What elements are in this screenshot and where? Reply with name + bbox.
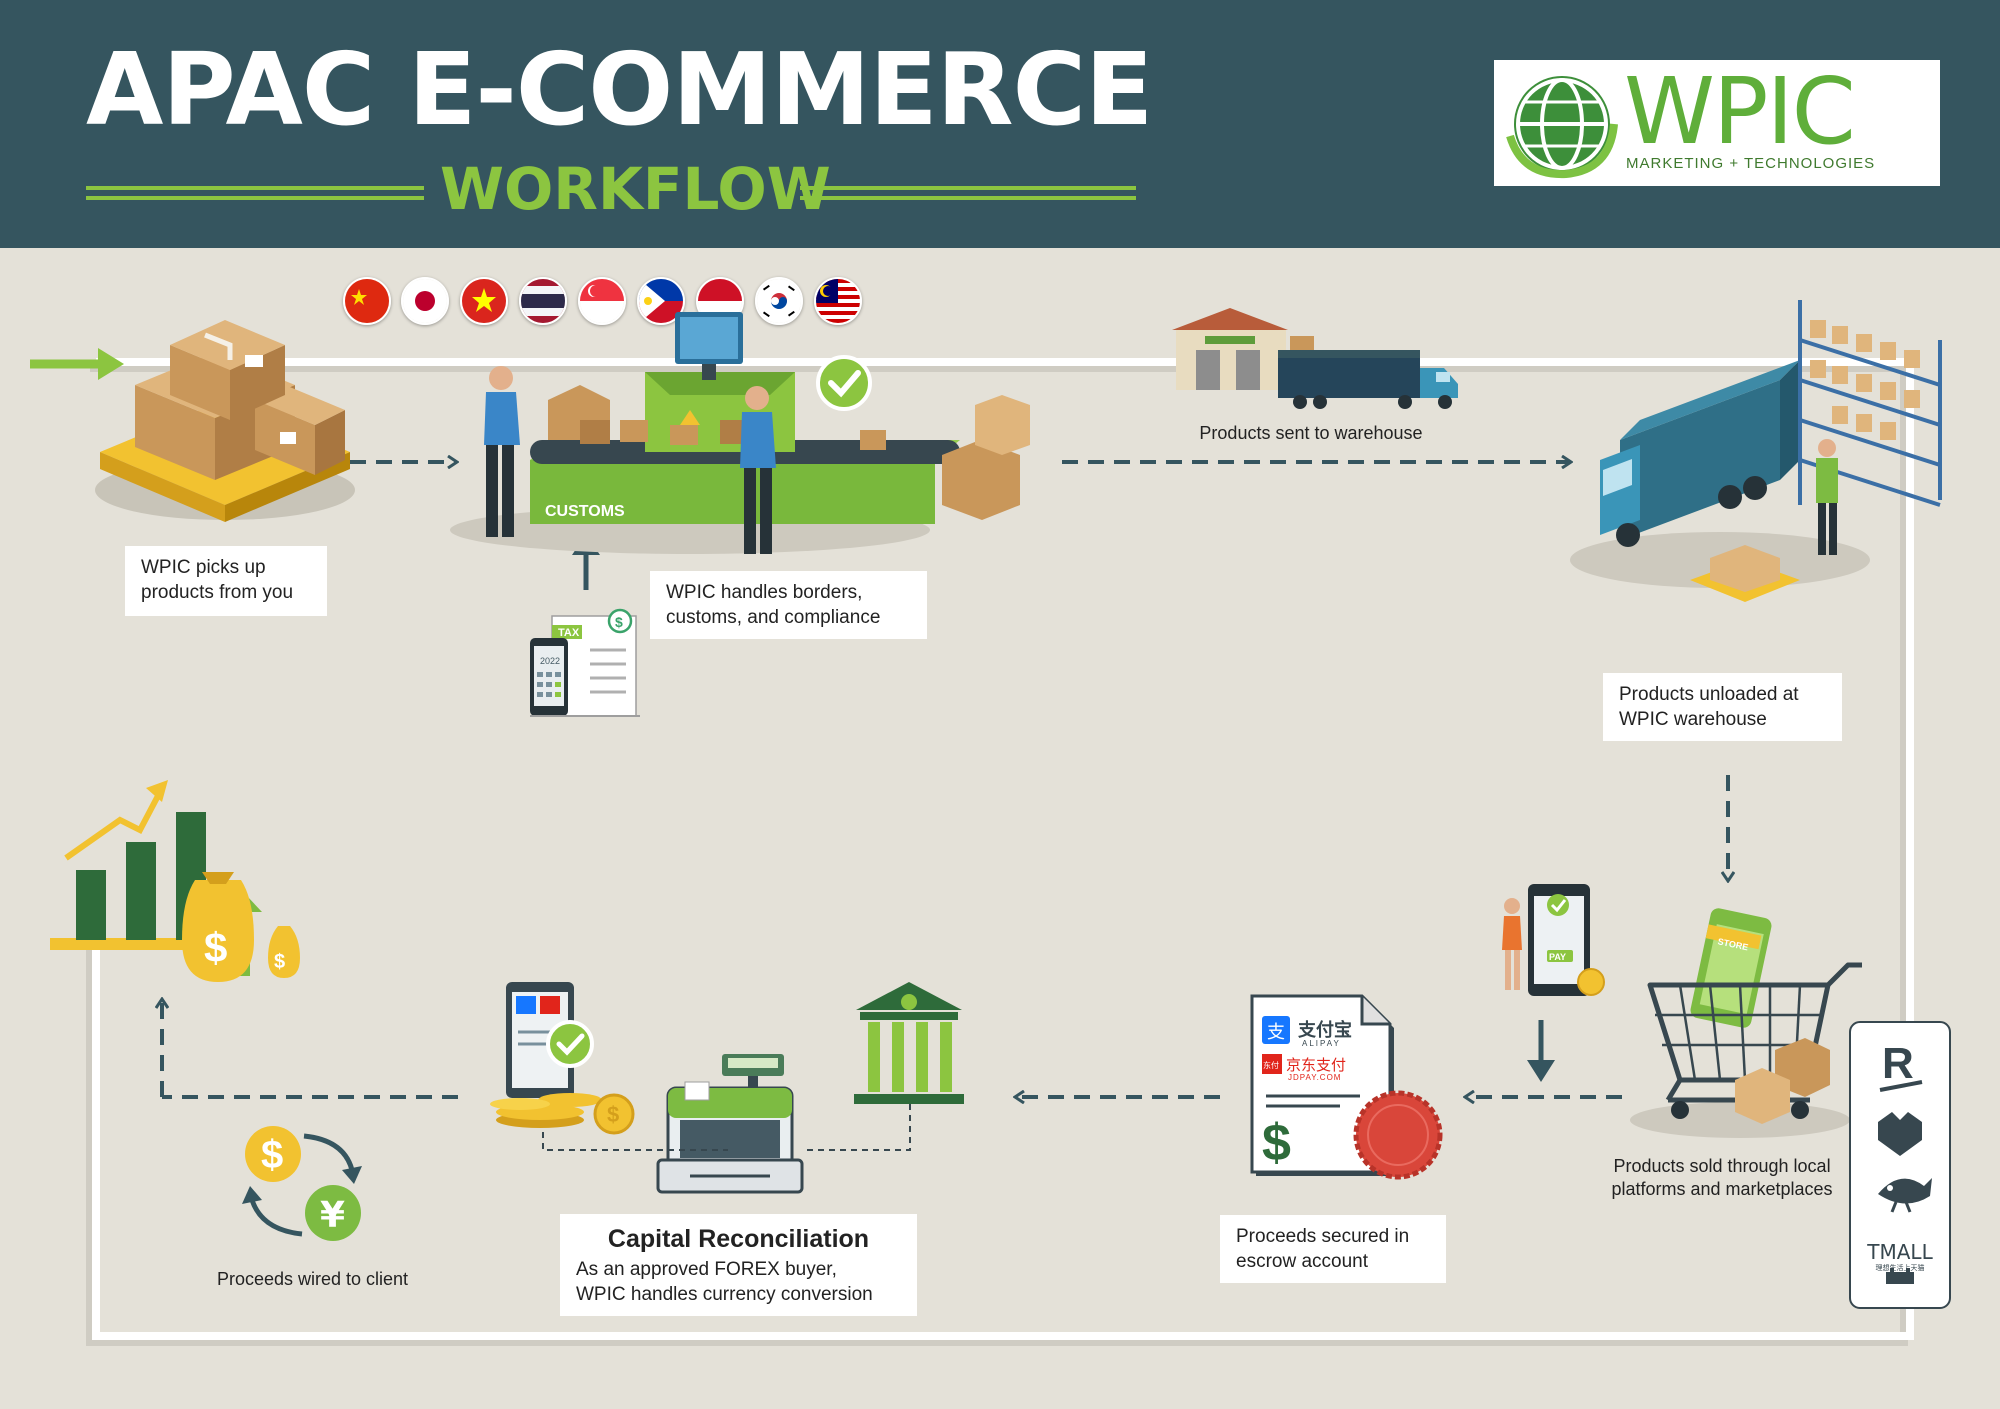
- tablet-coins-icon: $: [490, 982, 635, 1135]
- warehouse-unloading-icon: [1570, 300, 1942, 602]
- tmall-icon: [1886, 1268, 1914, 1284]
- svg-text:$: $: [1262, 1114, 1291, 1172]
- subtitle-rule-left-2: [86, 196, 424, 200]
- alipay-en-label: ALIPAY: [1302, 1039, 1341, 1048]
- philippines-flag: [637, 277, 685, 325]
- escrow-document-icon: 支 东付 $: [1250, 994, 1443, 1180]
- svg-text:$: $: [615, 614, 623, 630]
- thailand-flag: [519, 277, 567, 325]
- svg-text:$: $: [204, 924, 227, 971]
- wired-caption: Proceeds wired to client: [170, 1268, 455, 1291]
- sold-text-line-1: Products sold through local: [1613, 1156, 1831, 1176]
- subtitle-rule-left: [86, 186, 424, 190]
- warehouse-truck-icon: [1172, 308, 1458, 409]
- jd-icon: [1878, 1178, 1932, 1213]
- marketplace-column: R: [1849, 1021, 1951, 1309]
- pickup-text-line-1: WPIC picks up: [141, 557, 266, 578]
- tmall-label: TMALL: [1866, 1240, 1933, 1264]
- svg-text:东付: 东付: [1263, 1060, 1279, 1070]
- wired-text: Proceeds wired to client: [216, 1269, 409, 1289]
- svg-text:$: $: [607, 1102, 619, 1127]
- customs-station-icon: [450, 312, 1030, 554]
- cash-register-icon: [656, 1054, 804, 1194]
- customs-card: WPIC handles borders, customs, and compl…: [650, 571, 927, 639]
- tax-year-label: 2022: [540, 656, 560, 666]
- rakuten-icon: R: [1879, 1039, 1923, 1092]
- wpic-logo: WPIC MARKETING + TECHNOLOGIES: [1494, 60, 1940, 186]
- svg-text:$: $: [261, 1133, 283, 1177]
- capital-text-line-1: As an approved FOREX buyer,: [576, 1259, 837, 1280]
- header-banner: APAC E-COMMERCE WORKFLOW WPIC MARKETING …: [0, 0, 2000, 248]
- capital-reconciliation-icon: $: [490, 982, 964, 1194]
- subtitle-rule-right-2: [800, 196, 1136, 200]
- page-subtitle: WORKFLOW: [440, 155, 831, 223]
- start-arrow-icon: [30, 348, 124, 380]
- currency-exchange-icon: $ ¥: [242, 1126, 362, 1241]
- japan-flag: [401, 277, 449, 325]
- escrow-text-line-2: escrow account: [1236, 1251, 1369, 1272]
- sold-text-line-2: platforms and marketplaces: [1611, 1179, 1833, 1199]
- globe-icon: [1506, 76, 1618, 179]
- customs-text-line-2: customs, and compliance: [666, 607, 881, 628]
- escrow-card: Proceeds secured in escrow account: [1220, 1215, 1446, 1283]
- tax-document-icon: $: [530, 608, 640, 717]
- svg-text:R: R: [1882, 1039, 1914, 1088]
- capital-text-line-2: WPIC handles currency conversion: [576, 1284, 873, 1305]
- warehouse-sent-text: Products sent to warehouse: [1199, 423, 1423, 443]
- tax-label: TAX: [558, 627, 580, 639]
- capital-title: Capital Reconciliation: [607, 1225, 870, 1253]
- china-flag: [343, 277, 391, 325]
- tmall-tagline: 理想生活上天猫: [1876, 1263, 1925, 1272]
- logo-tagline: MARKETING + TECHNOLOGIES: [1626, 155, 1876, 172]
- customs-text-line-1: WPIC handles borders,: [666, 582, 863, 603]
- mobile-payment-icon: [1502, 884, 1605, 996]
- unloaded-card: Products unloaded at WPIC warehouse: [1603, 673, 1842, 741]
- alipay-cn-label: 支付宝: [1297, 1019, 1352, 1041]
- flow-connectors: [162, 462, 1728, 1097]
- svg-text:支: 支: [1267, 1022, 1285, 1043]
- bank-icon: [854, 982, 964, 1104]
- sold-caption: Products sold through local platforms an…: [1591, 1155, 1853, 1201]
- subtitle-rule-right: [800, 186, 1136, 190]
- pickup-text-line-2: products from you: [141, 582, 294, 603]
- shopee-icon: [1878, 1112, 1922, 1156]
- customs-banner-label: CUSTOMS: [545, 503, 625, 520]
- pallet-boxes-icon: [95, 320, 355, 522]
- vietnam-flag: [460, 277, 508, 325]
- south-korea-flag: [755, 277, 803, 325]
- warehouse-sent-caption: Products sent to warehouse: [1150, 422, 1472, 445]
- jdpay-en-label: JDPAY.COM: [1288, 1073, 1341, 1082]
- pay-label: PAY: [1549, 952, 1566, 962]
- escrow-text-line-1: Proceeds secured in: [1236, 1226, 1410, 1247]
- page-title: APAC E-COMMERCE: [86, 31, 1153, 148]
- jdpay-cn-label: 京东支付: [1286, 1056, 1346, 1074]
- unloaded-text-line-2: WPIC warehouse: [1619, 709, 1767, 730]
- svg-text:$: $: [274, 951, 285, 973]
- logo-wordmark: WPIC: [1624, 58, 1856, 165]
- svg-text:¥: ¥: [320, 1195, 345, 1236]
- shopping-cart-icon: [1630, 908, 1862, 1138]
- growth-chart-icon: $ $: [50, 780, 300, 982]
- pickup-card: WPIC picks up products from you: [125, 546, 327, 616]
- unloaded-text-line-1: Products unloaded at: [1619, 684, 1799, 705]
- capital-card: Capital Reconciliation As an approved FO…: [560, 1214, 917, 1316]
- malaysia-flag: [814, 277, 862, 325]
- singapore-flag: [578, 277, 626, 325]
